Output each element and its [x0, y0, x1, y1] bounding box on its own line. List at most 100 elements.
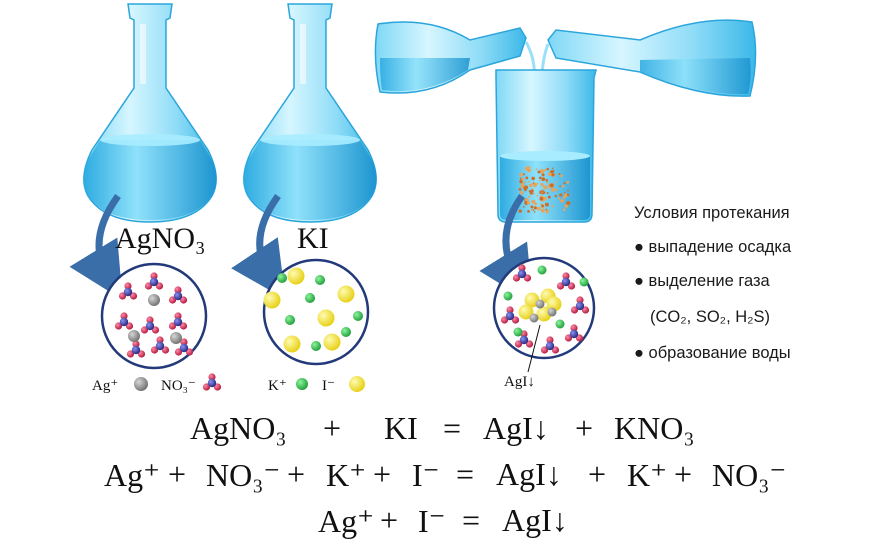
oxygen-atom: [150, 346, 159, 354]
eq2-equals: =: [456, 456, 475, 492]
silver-ion: [128, 330, 140, 342]
precipitate-speck: [540, 183, 544, 187]
precipitate-speck: [543, 185, 548, 190]
oxygen-atom: [125, 322, 134, 330]
oxygen-atom: [523, 274, 532, 282]
oxygen-atom: [575, 334, 584, 342]
eq2-plus: +: [373, 456, 392, 492]
nitrogen-atom: [145, 321, 155, 331]
oxygen-atom: [564, 334, 573, 342]
precipitate-speck: [543, 197, 547, 201]
precipitate-speck: [519, 191, 524, 195]
oxygen-atom: [202, 383, 211, 391]
no3-molecule: [174, 338, 194, 356]
no3-molecule: [114, 312, 134, 330]
precipitate-speck: [528, 180, 531, 183]
no3-molecule: [202, 373, 222, 391]
eq3-term: Ag⁺: [318, 503, 374, 539]
nitrogen-atom: [569, 329, 579, 339]
oxygen-atom: [570, 324, 578, 332]
precipitate-speck: [551, 205, 555, 208]
eq2-term: I⁻: [412, 457, 440, 493]
precipitate-speck: [531, 176, 535, 181]
eq1-term: AgI↓: [483, 410, 549, 446]
iodide-ion: [317, 309, 335, 327]
legend-k-ball: [296, 378, 308, 390]
legend-k-label: K⁺: [268, 378, 287, 394]
precipitate-speck: [560, 174, 563, 178]
iodide-ion: [337, 285, 355, 303]
potassium-ion: [579, 277, 589, 287]
eq2-term: NO₃⁻: [712, 457, 787, 493]
precipitate-speck: [530, 205, 534, 209]
potassium-ion: [513, 327, 523, 337]
legend-i-label: I⁻: [322, 378, 335, 394]
potassium-ion: [311, 341, 321, 351]
precipitate-speck: [539, 179, 541, 182]
eq2-plus: +: [588, 456, 607, 492]
silver-ion: [529, 313, 539, 323]
no3-molecule: [118, 282, 138, 300]
no3-molecule: [144, 272, 164, 290]
precipitate-speck: [518, 209, 522, 213]
eq1-term: KNO₃: [614, 410, 695, 446]
precipitate-speck: [563, 208, 566, 211]
nitrogen-atom: [149, 277, 159, 287]
precipitate-speck: [523, 173, 526, 176]
no3-molecule: [140, 316, 160, 334]
eq2-plus: +: [674, 456, 693, 492]
potassium-ion: [503, 291, 513, 301]
nitrogen-atom: [123, 287, 133, 297]
potassium-ion: [537, 265, 547, 275]
legend-no3-label: NO₃⁻: [161, 378, 196, 394]
iodide-ion: [518, 304, 534, 320]
precipitate-speck: [551, 167, 554, 170]
label-agno3: AgNO₃: [115, 222, 206, 255]
oxygen-atom: [512, 274, 521, 282]
oxygen-atom: [208, 373, 216, 381]
precipitate-speck: [566, 193, 570, 197]
precipitate-speck: [541, 191, 543, 193]
eq3-term: I⁻: [418, 503, 446, 539]
oxygen-atom: [168, 296, 177, 304]
precipitate-speck: [563, 192, 566, 194]
no3-molecule: [168, 286, 188, 304]
oxygen-atom: [540, 346, 549, 354]
iodide-ion: [323, 333, 341, 351]
flask-agno3: [83, 3, 217, 223]
precipitate-speck: [523, 186, 528, 190]
precipitate-speck: [555, 188, 558, 191]
eq1-plus: +: [575, 410, 594, 446]
precipitate-speck: [541, 204, 544, 208]
legend-i-ball: [349, 376, 365, 392]
oxygen-atom: [511, 316, 520, 324]
precipitate-speck: [544, 202, 549, 207]
potassium-ion: [341, 327, 351, 337]
precipitate-speck: [538, 176, 542, 180]
iodide-ion: [536, 306, 552, 322]
nitrogen-atom: [179, 343, 189, 353]
legend-no3-molecule: [202, 373, 222, 391]
precipitate-speck: [536, 194, 539, 197]
agi-pointer: [527, 324, 541, 373]
nitrogen-atom: [517, 269, 527, 279]
precipitate-speck: [531, 199, 536, 204]
nitrogen-atom: [505, 311, 515, 321]
oxygen-atom: [174, 286, 182, 294]
precipitate-speck: [539, 196, 544, 201]
precipitate-speck: [545, 179, 549, 182]
pouring-flask-right: [547, 19, 757, 97]
iodide-ion: [287, 267, 305, 285]
precipitate-speck: [521, 177, 525, 181]
precipitate-speck: [567, 189, 569, 192]
nitrogen-atom: [173, 291, 183, 301]
precipitate-speck: [545, 209, 549, 214]
oxygen-atom: [567, 282, 576, 290]
no3-molecule: [540, 336, 560, 354]
precipitate-speck: [533, 211, 536, 213]
precipitate-speck: [549, 183, 554, 188]
oxygen-atom: [570, 306, 579, 314]
eq2-plus: +: [287, 456, 306, 492]
precipitate-speck: [560, 199, 565, 203]
condition-precipitate: ● выпадение осадка: [634, 238, 792, 256]
